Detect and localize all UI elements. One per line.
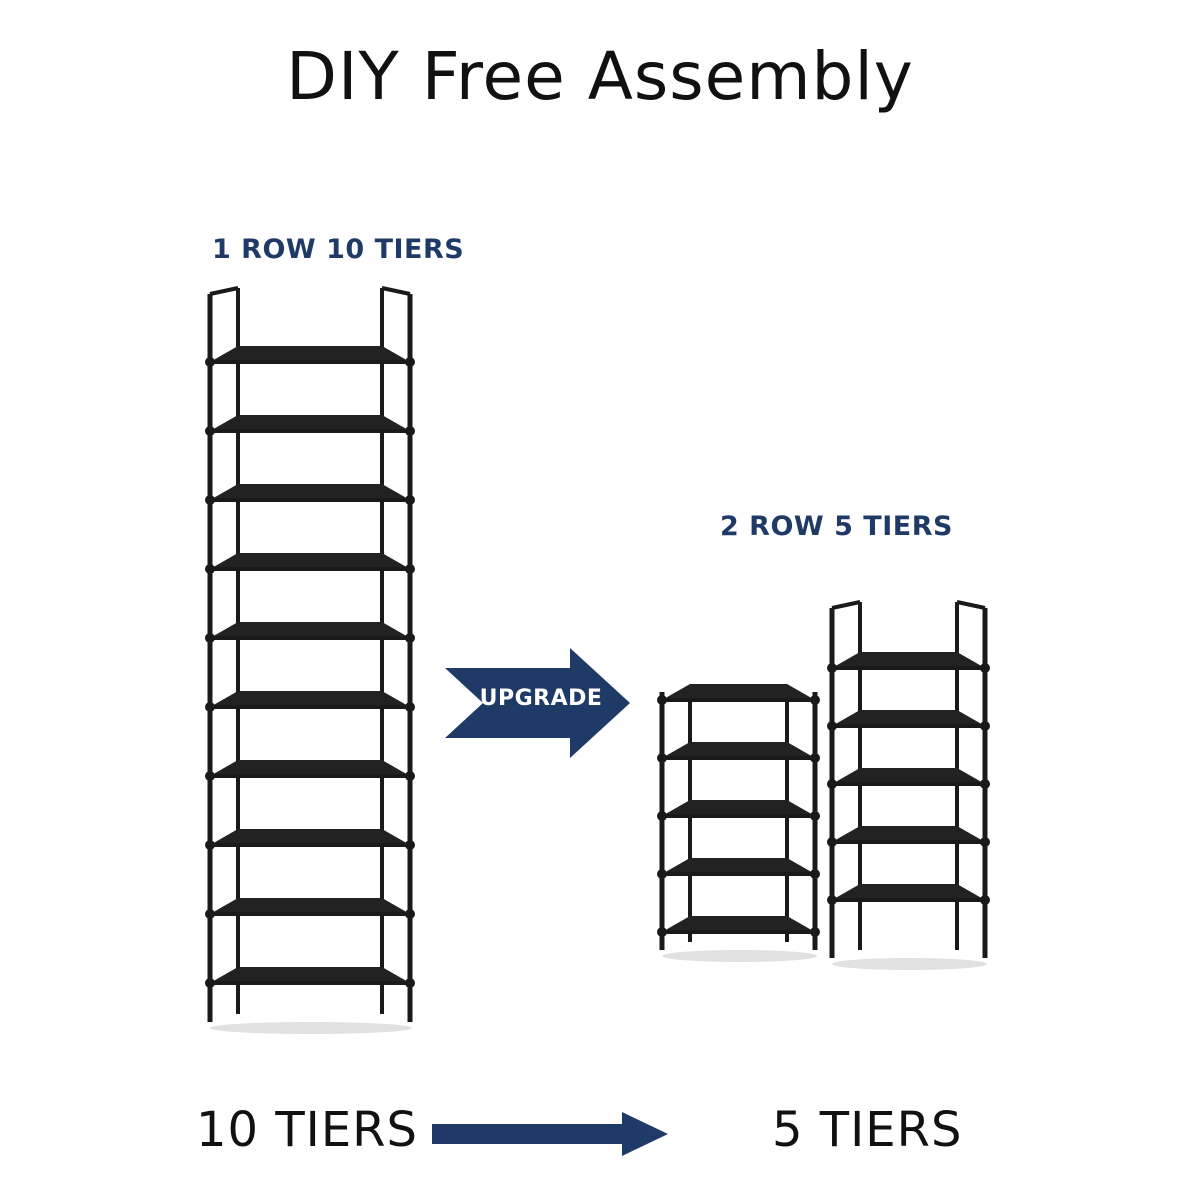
rack-connector [205, 633, 215, 643]
rack-connector [827, 837, 837, 847]
rack-shelf [662, 800, 815, 816]
upgrade-arrow-icon [445, 648, 630, 758]
rack-connector [205, 564, 215, 574]
rack-connector [205, 978, 215, 988]
rack-connector [405, 633, 415, 643]
rack-shelf [210, 553, 410, 569]
rack-connector [657, 695, 667, 705]
page-title: DIY Free Assembly [286, 38, 914, 115]
rack-connector [405, 702, 415, 712]
rack-connector [980, 721, 990, 731]
upgrade-label: UPGRADE [479, 686, 603, 711]
rack-shelf [662, 916, 815, 932]
bottom-arrow-icon [432, 1112, 668, 1156]
rack-shelf [832, 768, 985, 784]
rack-shelf [210, 760, 410, 776]
rack-connector [405, 771, 415, 781]
rack-connector [405, 909, 415, 919]
rack-connector [405, 357, 415, 367]
two-row-label: 2 ROW 5 TIERS [720, 511, 953, 542]
rack-shelf [662, 858, 815, 874]
rack-connector [810, 927, 820, 937]
to-tiers-label: 5 TIERS [772, 1102, 963, 1158]
short-shoe-rack-right [827, 600, 990, 970]
rack-connector [810, 753, 820, 763]
rack-shadow [210, 1022, 412, 1034]
rack-connector [405, 564, 415, 574]
tall-shoe-rack [205, 286, 415, 1034]
rack-connector [827, 663, 837, 673]
rack-shelf [832, 710, 985, 726]
one-row-label: 1 ROW 10 TIERS [212, 234, 465, 265]
rack-connector [980, 663, 990, 673]
rack-connector [205, 357, 215, 367]
rack-shelf [210, 898, 410, 914]
rack-shelf [210, 346, 410, 362]
rack-connector [827, 895, 837, 905]
rack-shelf [210, 484, 410, 500]
from-tiers-label: 10 TIERS [196, 1102, 418, 1158]
rack-connector [657, 753, 667, 763]
rack-connector [657, 869, 667, 879]
upgrade-arrow: UPGRADE [445, 648, 630, 758]
rack-shelf [210, 829, 410, 845]
rack-connector [810, 869, 820, 879]
rack-connector [980, 837, 990, 847]
rack-handle [381, 286, 411, 296]
rack-connector [205, 426, 215, 436]
rack-connector [405, 840, 415, 850]
rack-shadow [832, 958, 987, 970]
rack-connector [405, 426, 415, 436]
rack-handle [956, 600, 986, 610]
rack-handle [209, 286, 239, 296]
rack-connector [657, 927, 667, 937]
short-shoe-rack-left [657, 684, 820, 962]
rack-shelf [210, 691, 410, 707]
rack-connector [657, 811, 667, 821]
rack-shelf [832, 826, 985, 842]
rack-connector [205, 909, 215, 919]
rack-connector [980, 895, 990, 905]
rack-shelf [210, 967, 410, 983]
rack-shadow [662, 950, 817, 962]
rack-connector [205, 495, 215, 505]
rack-connector [405, 978, 415, 988]
short-rack-right-frame [827, 600, 990, 970]
short-rack-left-frame [657, 684, 820, 962]
rack-handle [831, 600, 861, 610]
rack-shelf [662, 684, 815, 700]
rack-connector [810, 695, 820, 705]
tall-rack-frame [205, 286, 415, 1034]
rack-shelf [832, 884, 985, 900]
rack-connector [405, 495, 415, 505]
rack-shelf [662, 742, 815, 758]
rack-connector [827, 721, 837, 731]
rack-connector [827, 779, 837, 789]
rack-connector [205, 702, 215, 712]
rack-shelf [832, 652, 985, 668]
rack-connector [205, 771, 215, 781]
rack-shelf [210, 415, 410, 431]
rack-shelf [210, 622, 410, 638]
rack-connector [810, 811, 820, 821]
rack-connector [980, 779, 990, 789]
rack-connector [205, 840, 215, 850]
